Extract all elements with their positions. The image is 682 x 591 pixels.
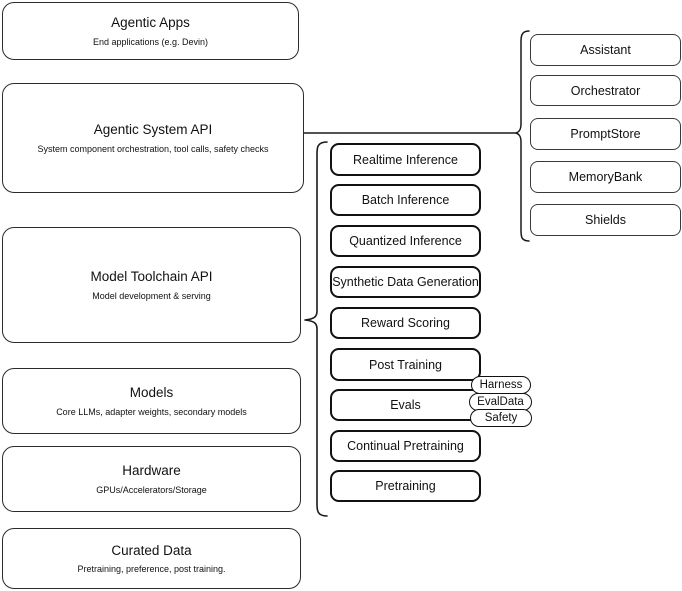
capability-box-synthetic-data-generation[interactable]: Synthetic Data Generation — [330, 266, 481, 298]
layer-box-models[interactable]: Models Core LLMs, adapter weights, secon… — [2, 368, 301, 434]
layer-subtitle: Model development & serving — [92, 290, 211, 301]
component-box-orchestrator[interactable]: Orchestrator — [530, 75, 681, 106]
layer-title: Hardware — [122, 463, 181, 479]
capability-box-quantized-inference[interactable]: Quantized Inference — [330, 225, 481, 257]
evals-pill-safety[interactable]: Safety — [470, 409, 532, 427]
layer-box-curated-data[interactable]: Curated Data Pretraining, preference, po… — [2, 528, 301, 589]
capability-box-realtime-inference[interactable]: Realtime Inference — [330, 143, 481, 176]
layer-subtitle: System component orchestration, tool cal… — [37, 143, 269, 154]
capability-box-evals[interactable]: Evals — [330, 389, 481, 421]
capability-box-pretraining[interactable]: Pretraining — [330, 470, 481, 502]
capability-box-post-training[interactable]: Post Training — [330, 348, 481, 381]
layer-box-model-toolchain-api[interactable]: Model Toolchain API Model development & … — [2, 227, 301, 343]
layer-box-agentic-apps[interactable]: Agentic Apps End applications (e.g. Devi… — [2, 2, 299, 60]
layer-title: Curated Data — [111, 542, 192, 558]
layer-title: Agentic System API — [93, 122, 213, 138]
layer-subtitle: Pretraining, preference, post training. — [77, 564, 226, 575]
evals-pill-harness[interactable]: Harness — [471, 376, 531, 394]
layer-title: Models — [129, 385, 174, 401]
layer-box-hardware[interactable]: Hardware GPUs/Accelerators/Storage — [2, 446, 301, 512]
component-box-memorybank[interactable]: MemoryBank — [530, 161, 681, 193]
component-box-shields[interactable]: Shields — [530, 204, 681, 236]
component-box-promptstore[interactable]: PromptStore — [530, 118, 681, 150]
layer-subtitle: Core LLMs, adapter weights, secondary mo… — [56, 406, 247, 417]
capability-box-batch-inference[interactable]: Batch Inference — [330, 184, 481, 216]
capability-box-reward-scoring[interactable]: Reward Scoring — [330, 307, 481, 339]
layer-title: Agentic Apps — [111, 15, 190, 31]
layer-title: Model Toolchain API — [90, 269, 213, 285]
layer-subtitle: GPUs/Accelerators/Storage — [96, 484, 207, 495]
component-box-assistant[interactable]: Assistant — [530, 34, 681, 66]
layer-box-agentic-system-api[interactable]: Agentic System API System component orch… — [2, 83, 304, 193]
layer-subtitle: End applications (e.g. Devin) — [92, 36, 209, 47]
capability-box-continual-pretraining[interactable]: Continual Pretraining — [330, 430, 481, 462]
